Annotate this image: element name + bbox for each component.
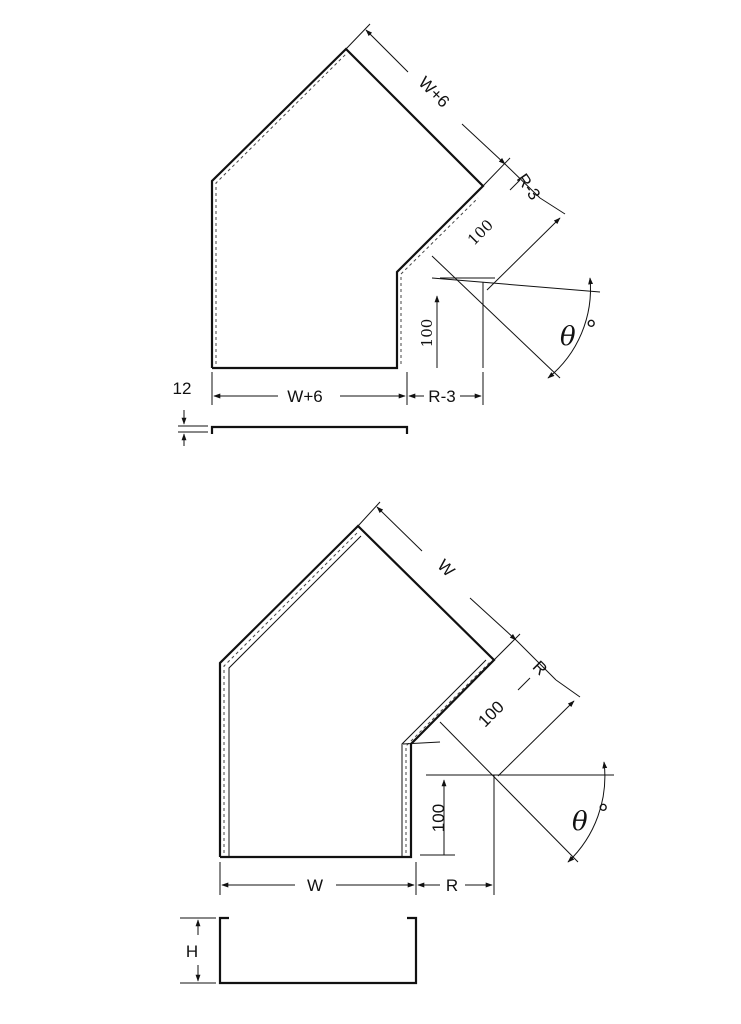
top-slant-offset-label: 100 xyxy=(464,216,497,249)
bottom-bottom-radius-label: R xyxy=(446,876,458,895)
bottom-dim-w-b xyxy=(469,597,517,641)
top-ext-3 xyxy=(539,197,566,215)
bottom-elbow-outline xyxy=(218,524,496,859)
bottom-ext-1 xyxy=(357,501,381,527)
bottom-slant-offset-label: 100 xyxy=(474,697,507,730)
bottom-angle-unit: ° xyxy=(598,798,608,828)
bottom-hidden-edge xyxy=(223,530,360,853)
bottom-cut-line xyxy=(402,741,441,745)
bottom-ext-3 xyxy=(555,679,581,698)
top-bottom-width-label: W+6 xyxy=(287,387,322,406)
bottom-vertical-offset-label: 100 xyxy=(429,804,448,832)
top-vertical-offset-label: 100 xyxy=(418,319,436,348)
top-angle-unit: ° xyxy=(586,314,596,344)
top-centerline-diag xyxy=(431,255,561,379)
bottom-dim-rline xyxy=(515,639,557,681)
top-elbow-hidden-inner xyxy=(400,197,479,364)
bottom-bottom-width-label: W xyxy=(307,876,323,895)
top-dim-rline xyxy=(504,163,541,199)
bottom-ext-2 xyxy=(493,633,521,661)
bottom-angle-arc xyxy=(567,761,608,863)
bottom-dim-100-slant xyxy=(497,700,575,777)
top-dim-100-slant xyxy=(486,217,561,291)
top-angle-symbol: θ xyxy=(560,322,576,352)
bottom-profile xyxy=(218,916,418,985)
bottom-hidden-inner xyxy=(405,661,491,853)
bottom-slant-radius-label: R xyxy=(529,657,551,679)
top-slant-width-label: W+6 xyxy=(415,73,453,111)
bottom-inner-flange-1 xyxy=(228,535,362,857)
top-elbow-view: W+6 R-3 100 100 θ ° W+6 R-3 xyxy=(173,23,601,446)
bottom-dim-w-a xyxy=(376,506,423,552)
top-profile xyxy=(210,425,409,434)
bottom-height-label: H xyxy=(186,942,198,961)
top-slant-radius-label: R-3 xyxy=(513,170,544,203)
top-ext-1 xyxy=(345,23,371,50)
bottom-slant-width-label: W xyxy=(433,556,458,581)
bottom-elbow-view: W R 100 100 θ ° W R xyxy=(180,501,614,985)
top-elbow-hidden-edge xyxy=(215,53,347,364)
top-bottom-radius-label: R-3 xyxy=(428,387,455,406)
top-dim-wline-a xyxy=(365,29,409,73)
top-thickness-label: 12 xyxy=(173,379,192,398)
top-ext-2 xyxy=(482,157,511,187)
bottom-centerline-diag xyxy=(439,721,579,863)
bottom-tick-r xyxy=(517,677,531,691)
top-dim-wline-b xyxy=(461,123,506,165)
bottom-inner-flange-2 xyxy=(401,659,487,857)
top-tick-r xyxy=(509,179,521,191)
top-angle-arc xyxy=(547,277,594,379)
bottom-angle-symbol: θ xyxy=(572,807,588,837)
